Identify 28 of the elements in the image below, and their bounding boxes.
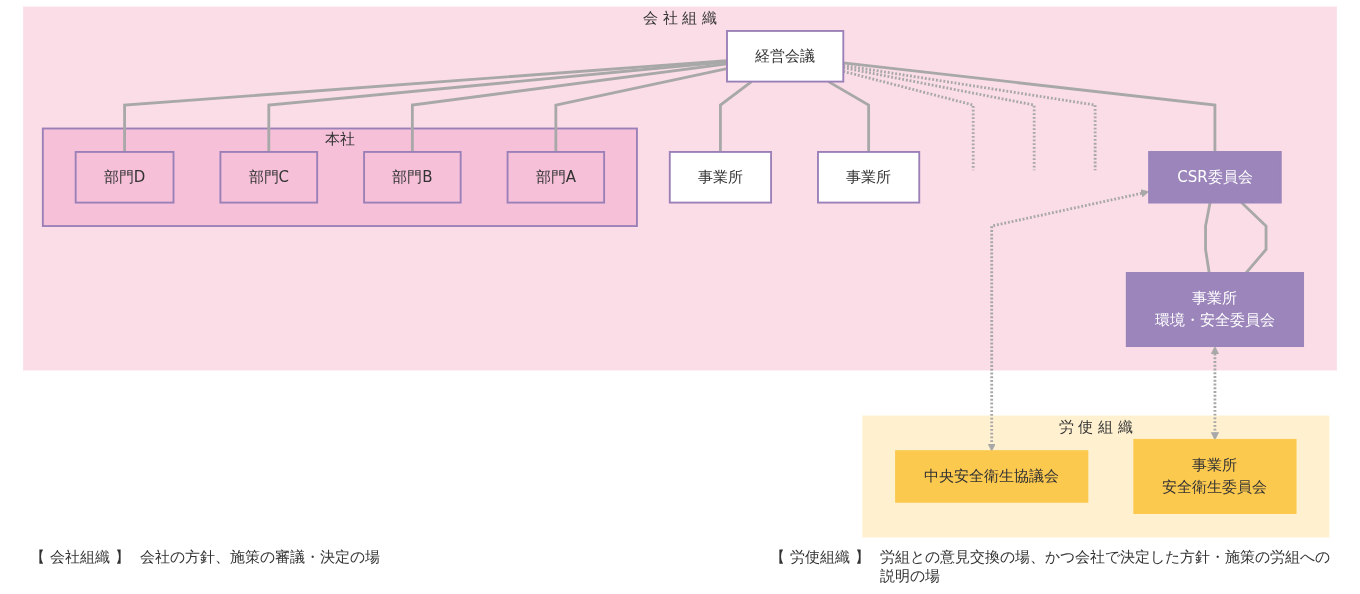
node-box: 部門B bbox=[363, 151, 462, 204]
node-box: CSR委員会 bbox=[1148, 151, 1282, 204]
connector-line bbox=[123, 59, 728, 152]
legend-heading: 【 会社組織 】 bbox=[30, 548, 130, 568]
node-box: 事業所 bbox=[817, 151, 921, 204]
connector-line bbox=[554, 67, 728, 152]
node-box: 事業所 安全衛生委員会 bbox=[1133, 438, 1297, 514]
dotted-connector bbox=[1210, 346, 1220, 441]
connector-line bbox=[827, 80, 871, 152]
dotted-connector bbox=[843, 64, 1097, 171]
connector-line bbox=[410, 62, 728, 152]
connector-line bbox=[843, 61, 1217, 152]
node-box: 事業所 環境・安全委員会 bbox=[1125, 272, 1305, 348]
node-box: 中央安全衛生協議会 bbox=[895, 450, 1089, 503]
connector-line bbox=[719, 80, 753, 152]
dotted-connector bbox=[987, 189, 1150, 452]
connector-line bbox=[1240, 201, 1268, 274]
legend-heading: 【 労使組織 】 bbox=[770, 548, 870, 568]
node-box: 部門D bbox=[74, 151, 175, 204]
node-box: 部門C bbox=[219, 151, 319, 204]
node-box: 経営会議 bbox=[726, 30, 845, 83]
node-box: 事業所 bbox=[668, 151, 773, 204]
connector-line bbox=[1204, 202, 1212, 274]
note-text: 会社の方針、施策の審議・決定の場 bbox=[139, 548, 380, 568]
dotted-connector bbox=[843, 66, 1036, 171]
connector-line bbox=[267, 60, 728, 152]
note-text: 労組との意見交換の場、かつ会社で決定した方針・施策の労組への説明の場 bbox=[879, 548, 1330, 586]
node-box: 部門A bbox=[506, 151, 606, 204]
